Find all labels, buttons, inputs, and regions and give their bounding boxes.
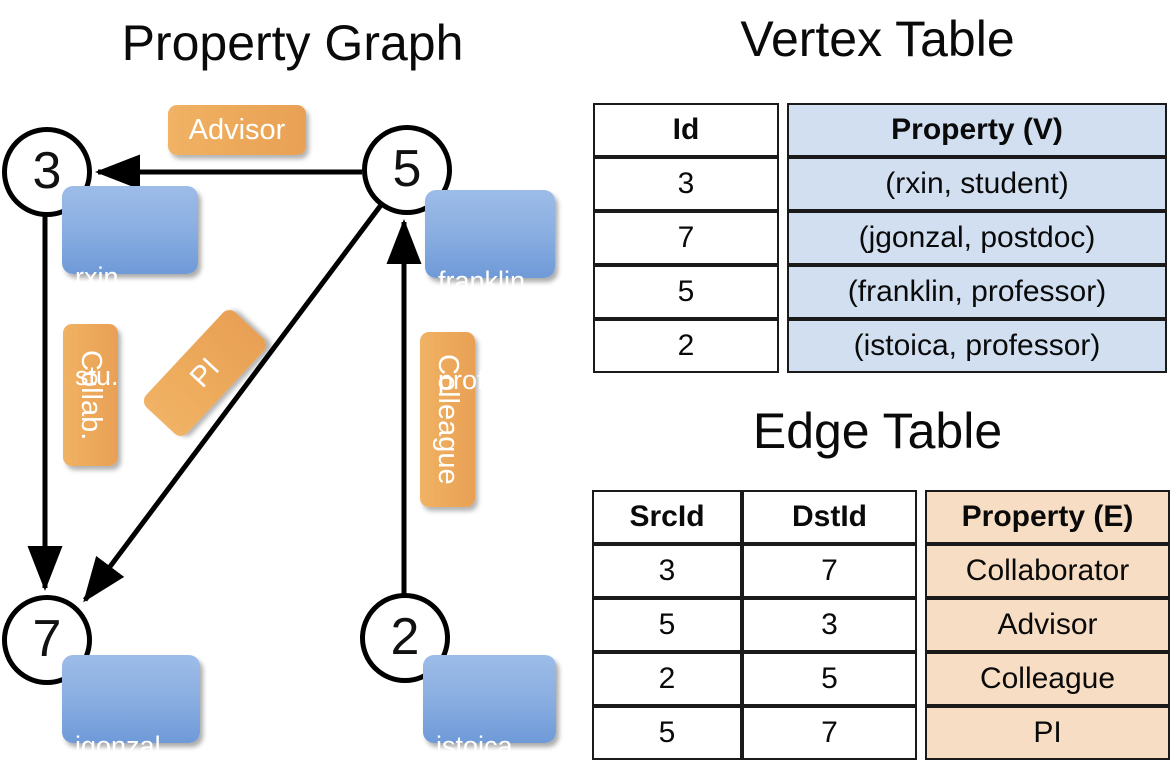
vertex-table-header-property: Property (V) [787,103,1167,157]
edge-table-title: Edge Table [752,403,1003,459]
table-row[interactable]: 2 5 Colleague [592,652,1170,706]
edge-label-collab-text: Collab. [75,349,107,441]
vertex-cell-id: 2 [593,319,779,373]
node-property-box-5: franklin, prof. [425,190,555,395]
vertex-cell-property: (jgonzal, postdoc) [787,211,1167,265]
column-gap [917,544,925,598]
edge-cell-property: PI [925,706,1170,760]
graph-node-5[interactable]: 5 [362,125,452,215]
edge-cell-srcid: 3 [592,544,742,598]
property-graph-title: Property Graph [121,15,464,71]
edge-table-header-property: Property (E) [925,490,1170,544]
vertex-table: Id Property (V) 3 (rxin, student) 7 (jgo… [593,103,1167,373]
edge-cell-dstid: 7 [742,544,917,598]
column-gap [917,706,925,760]
vertex-table-title: Vertex Table [740,11,1015,67]
edge-label-advisor-text: Advisor [188,113,286,146]
vertex-cell-id: 3 [593,157,779,211]
vertex-cell-id: 7 [593,211,779,265]
node-property-5-line2: prof. [438,364,493,395]
edge-cell-dstid: 5 [742,652,917,706]
edge-cell-srcid: 2 [592,652,742,706]
edge-table-header-srcid: SrcId [592,490,742,544]
edge-cell-property: Advisor [925,598,1170,652]
node-property-5-line1: franklin, [438,265,533,296]
column-gap [779,319,787,373]
edge-cell-srcid: 5 [592,706,742,760]
column-gap [779,103,787,157]
vertex-table-header-id: Id [593,103,779,157]
vertex-cell-id: 5 [593,265,779,319]
node-property-box-7: jgonzal, pst.doc. [62,655,200,760]
edge-cell-property: Collaborator [925,544,1170,598]
vertex-cell-property: (franklin, professor) [787,265,1167,319]
vertex-cell-property: (rxin, student) [787,157,1167,211]
edge-cell-dstid: 7 [742,706,917,760]
graph-node-7-id: 7 [32,610,62,668]
edge-cell-srcid: 5 [592,598,742,652]
column-gap [779,157,787,211]
column-gap [917,652,925,706]
node-property-3-line2: stu. [75,360,119,391]
table-row[interactable]: 2 (istoica, professor) [593,319,1167,373]
table-row[interactable]: 7 (jgonzal, postdoc) [593,211,1167,265]
table-row[interactable]: 3 (rxin, student) [593,157,1167,211]
graph-node-3-id: 3 [32,142,62,200]
edge-label-colleague: Colleague [420,332,475,507]
vertex-table-header-row: Id Property (V) [593,103,1167,157]
graph-node-2[interactable]: 2 [360,593,450,683]
graph-node-5-id: 5 [392,140,422,198]
node-property-box-2: istoica prof. [423,655,556,760]
table-row[interactable]: 3 7 Collaborator [592,544,1170,598]
edge-table-header-dstid: DstId [742,490,917,544]
table-row[interactable]: 5 (franklin, professor) [593,265,1167,319]
edge-label-collab: Collab. [63,324,118,466]
table-row[interactable]: 5 7 PI [592,706,1170,760]
vertex-cell-property: (istoica, professor) [787,319,1167,373]
node-property-box-3: rxin stu. [62,186,198,391]
column-gap [779,211,787,265]
edge-label-advisor: Advisor [168,105,306,155]
edge-cell-dstid: 3 [742,598,917,652]
edge-cell-property: Colleague [925,652,1170,706]
edge-arrow-pi [82,203,384,603]
edge-table: SrcId DstId Property (E) 3 7 Collaborato… [592,490,1170,760]
node-property-7-line1: jgonzal, [75,730,169,760]
table-row[interactable]: 5 3 Advisor [592,598,1170,652]
graph-node-2-id: 2 [390,608,420,666]
edge-table-header-row: SrcId DstId Property (E) [592,490,1170,544]
node-property-2-line1: istoica [436,730,513,760]
node-property-3-line1: rxin [75,261,119,292]
column-gap [779,265,787,319]
edge-label-colleague-text: Colleague [432,354,464,485]
column-gap [917,490,925,544]
graph-edges-layer [27,154,422,603]
column-gap [917,598,925,652]
